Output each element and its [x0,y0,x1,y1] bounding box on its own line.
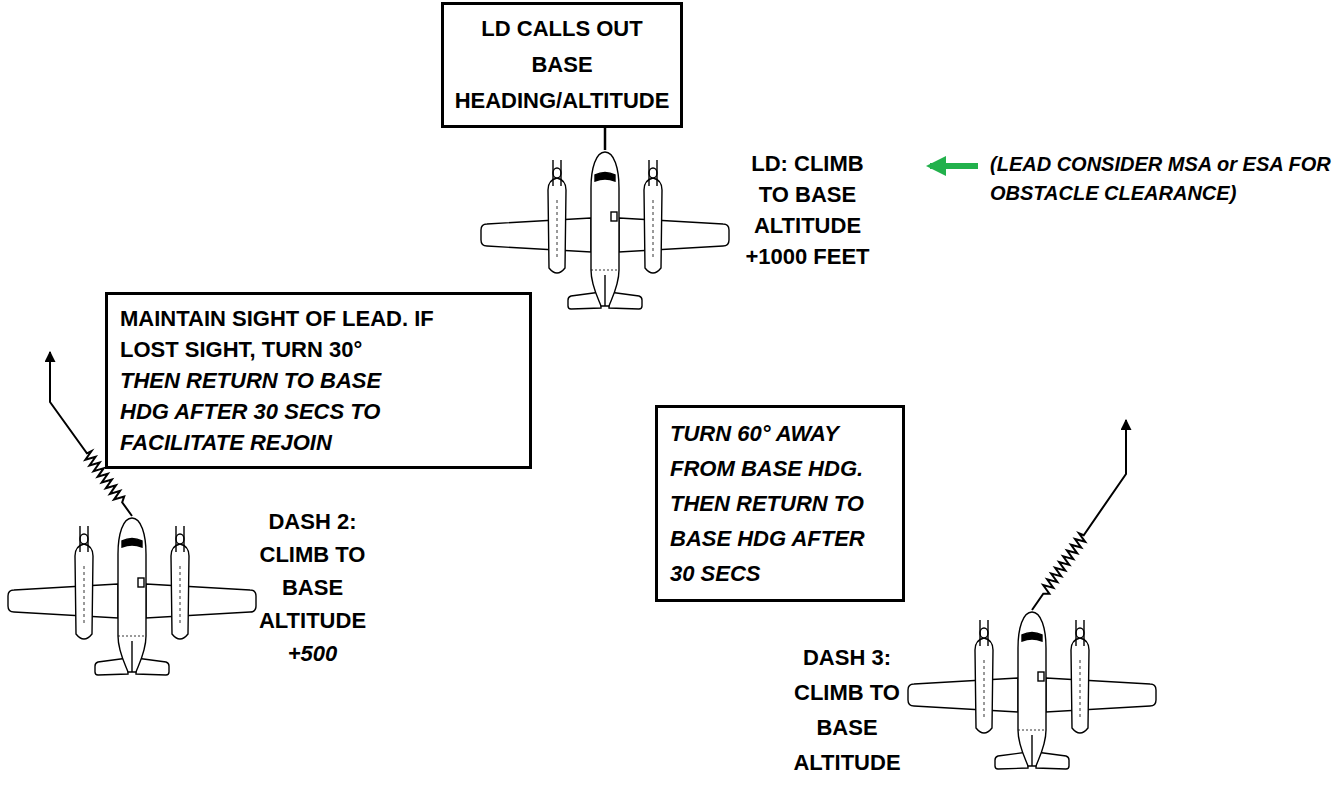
panel-line [557,200,558,260]
windshield [122,539,142,548]
aircraft [908,612,1156,769]
instruction-box: MAINTAIN SIGHT OF LEAD. IF LOST SIGHT, T… [105,292,532,469]
instruction-text: LD CALLS OUT BASE HEADING/ALTITUDE [450,11,674,119]
propeller-blade [552,160,553,186]
fuselage [118,518,146,672]
propeller-spinner [553,168,561,178]
panel-line [84,566,85,626]
propeller-spinner [649,168,657,178]
flight-path [1032,420,1126,610]
panel-line [118,636,146,637]
flight-paths [50,352,1126,610]
panel-line [591,270,619,271]
aircraft [481,152,729,309]
airfoil [146,584,256,618]
airfoil [908,678,1018,712]
panel-line [1080,660,1081,720]
airfoil [619,218,729,252]
vertical-fin [604,275,605,306]
vertical-fin [1031,735,1032,766]
engine-nacelle [644,178,662,273]
panel-line [653,200,654,260]
aircraft-instruction: LD: CLIMB TO BASE ALTITUDE +1000 FEET [735,148,880,272]
panel-line [1018,730,1046,731]
vertical-fin [131,641,132,672]
panel-line [180,566,181,626]
propeller-blade [183,526,184,552]
propeller-blade [87,526,88,552]
propeller-spinner [980,628,988,638]
instruction-box: TURN 60° AWAY FROM BASE HDG. THEN RETURN… [655,405,905,602]
aircraft-instruction: DASH 3: CLIMB TO BASE ALTITUDE [772,640,922,780]
altitude-offset: +500 [255,637,370,670]
instruction-text: THEN RETURN TO BASE HDG AFTER 30 SECS TO… [120,365,420,458]
propeller-spinner [1076,628,1084,638]
propeller-blade [1083,620,1084,646]
engine-nacelle [548,178,566,273]
propeller-blade [656,160,657,186]
windshield [1022,633,1042,642]
door [1038,672,1044,681]
windshield [595,173,615,182]
propeller-blade [648,160,649,186]
instruction-text: TURN 60° AWAY FROM BASE HDG. THEN RETURN… [670,416,875,591]
propeller-blade [1075,620,1076,646]
fuselage [591,152,619,306]
panel-line [984,660,985,720]
note-text: (LEAD CONSIDER MSA or ESA FOR OBSTACLE C… [990,150,1335,208]
note-arrow [930,163,978,169]
fuselage [1018,612,1046,766]
engine-nacelle [75,544,93,639]
propeller-spinner [176,534,184,544]
instruction-box: LD CALLS OUT BASE HEADING/ALTITUDE [441,2,683,128]
engine-nacelle [1071,638,1089,733]
airfoil [481,218,591,252]
propeller-blade [175,526,176,552]
propeller-blade [979,620,980,646]
propeller-spinner [80,534,88,544]
airfoil [8,584,118,618]
propeller-blade [987,620,988,646]
propeller-blade [560,160,561,186]
engine-nacelle [171,544,189,639]
aircraft-group [8,152,1156,769]
aircraft [8,518,256,675]
engine-nacelle [975,638,993,733]
door [611,212,617,221]
aircraft-instruction: DASH 2: CLIMB TO BASE ALTITUDE [255,505,370,637]
door [138,578,144,587]
instruction-text: MAINTAIN SIGHT OF LEAD. IF LOST SIGHT, T… [120,303,455,365]
propeller-blade [79,526,80,552]
airfoil [1046,678,1156,712]
